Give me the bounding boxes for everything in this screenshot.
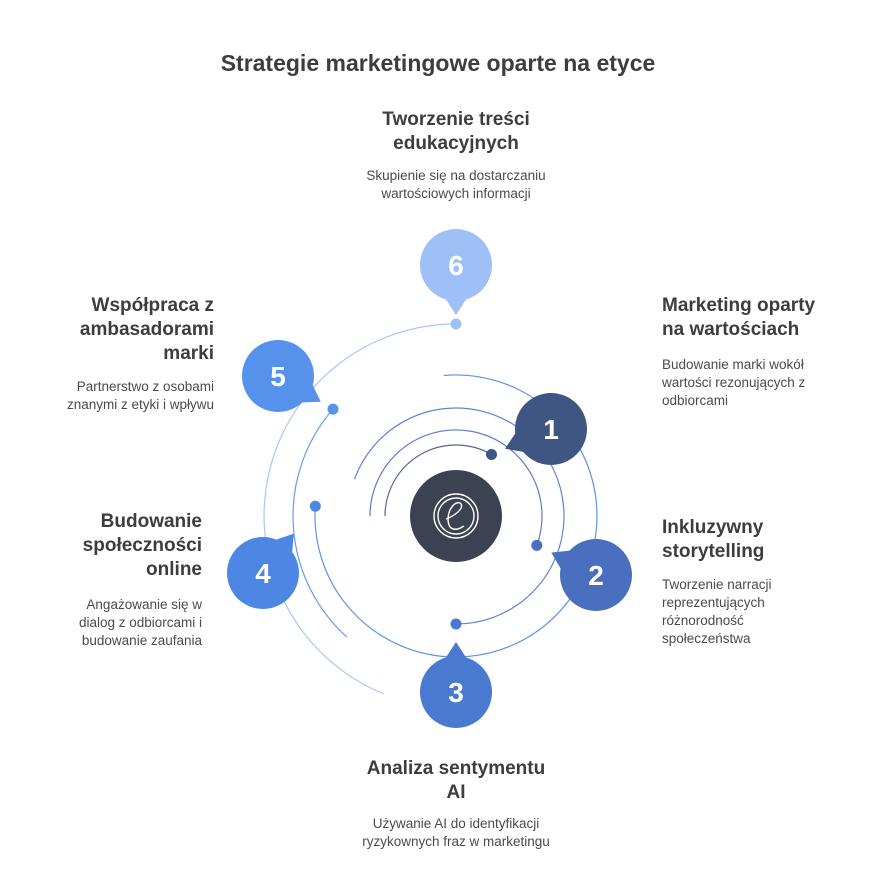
ethics-e-icon — [433, 493, 479, 539]
step-2-number: 2 — [588, 560, 604, 591]
step-6-description: Skupienie się na dostarczaniu wartościow… — [366, 168, 546, 201]
orbit-ring-5 — [292, 408, 348, 638]
center-circle — [410, 470, 502, 562]
orbit-ring-2 — [369, 429, 543, 546]
step-6-title: Tworzenie treści edukacyjnych — [382, 109, 530, 154]
step-2-bubble — [560, 539, 632, 611]
step-4-ring-dot — [309, 500, 321, 512]
step-1-marker: 1 — [486, 393, 587, 465]
step-1-ring-dot — [486, 449, 497, 460]
step-4-description: Angażowanie się w dialog z odbiorcami i … — [78, 597, 202, 648]
step-4-number: 4 — [255, 558, 271, 589]
step-3-bubble — [420, 656, 492, 728]
step-2-description: Tworzenie narracji reprezentujących różn… — [662, 577, 772, 646]
step-2-marker: 2 — [531, 539, 632, 611]
step-1-description: Budowanie marki wokół wartości rezonując… — [662, 357, 806, 408]
step-markers: 1 2 3 4 5 6 — [227, 229, 632, 728]
step-1-number: 1 — [543, 414, 559, 445]
step-5-description: Partnerstwo z osobami znanymi z etyki i … — [66, 379, 214, 412]
step-4-bubble — [227, 537, 299, 609]
step-3-ring-dot — [450, 618, 462, 630]
orbit-ring-1 — [384, 444, 492, 517]
step-2-ring-dot — [531, 539, 543, 551]
step-5-marker: 5 — [242, 340, 339, 415]
orbit-ring-6 — [263, 323, 457, 695]
step-3-title: Analiza sentymentu AI — [366, 758, 546, 803]
step-6-bubble — [420, 229, 492, 301]
step-6-ring-dot — [450, 318, 462, 330]
step-1-title: Marketing oparty na wartościach — [662, 295, 816, 340]
page-title: Strategie marketingowe oparte na etyce — [220, 50, 656, 76]
step-4-title: Budowanie społeczności online — [82, 511, 202, 580]
step-3-marker: 3 — [420, 618, 492, 728]
step-5-ring-dot — [327, 403, 339, 415]
step-5-bubble — [242, 340, 314, 412]
step-4-marker: 4 — [227, 500, 321, 609]
step-2-title: Inkluzywny storytelling — [662, 517, 765, 562]
step-1-bubble — [515, 393, 587, 465]
step-3-description: Używanie AI do identyfikacji ryzykownych… — [362, 816, 550, 849]
step-3-number: 3 — [448, 677, 464, 708]
step-5-number: 5 — [270, 361, 286, 392]
step-6-marker: 6 — [420, 229, 492, 330]
step-5-title: Współpraca z ambasadorami marki — [79, 295, 214, 364]
step-6-number: 6 — [448, 250, 464, 281]
center-hub — [410, 470, 502, 562]
